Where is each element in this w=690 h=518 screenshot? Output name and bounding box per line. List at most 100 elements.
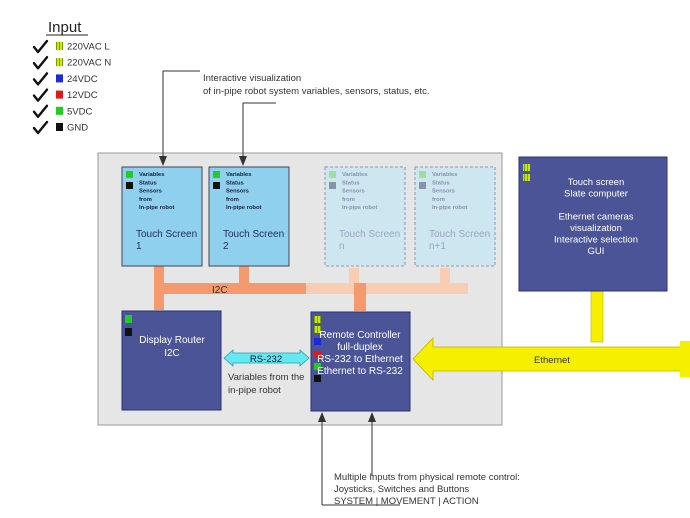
- check-icon: [32, 39, 49, 54]
- annotation-bottom-line3: SYSTEM | MOVEMENT | ACTION: [334, 496, 479, 507]
- touch-screen-led-green: [329, 171, 336, 178]
- remote-controller-text: Remote Controller: [319, 330, 401, 341]
- legend-item: 220VAC L: [32, 39, 110, 54]
- annotation-bottom-pointers: [318, 412, 400, 506]
- legend-label: 5VDC: [67, 106, 92, 117]
- touch-screen-info: Sensors: [342, 189, 365, 195]
- rs232-link: RS-232 Variables from the in-pipe robot: [223, 349, 310, 396]
- slate-text: visualization: [570, 223, 622, 234]
- touch-screen-info: Status: [139, 180, 157, 186]
- touch-screen-info: In-pipe robot: [139, 205, 174, 211]
- check-icon: [32, 120, 49, 135]
- slate-text: Ethernet cameras: [559, 212, 634, 223]
- remote-led-220vac-n: [314, 326, 321, 333]
- touch-screen-info: Status: [342, 180, 360, 186]
- ethernet-link: Ethernet: [412, 289, 690, 381]
- legend-title: Input: [48, 19, 82, 36]
- touch-screen-info: from: [342, 197, 355, 203]
- annotation-top: Interactive visualization of in-pipe rob…: [203, 73, 430, 97]
- check-icon: [32, 56, 49, 70]
- touch-screen-info: from: [226, 197, 239, 203]
- legend-swatch: [56, 90, 63, 99]
- legend-label: 12VDC: [67, 90, 98, 101]
- touch-screen-info: Variables: [432, 172, 457, 178]
- touch-screen-title: Touch Screen: [429, 229, 490, 240]
- remote-controller-text: RS-232 to Ethernet: [317, 354, 403, 365]
- touch-screen-info: Sensors: [432, 189, 455, 195]
- remote-controller-text: Ethernet to RS-232: [317, 366, 403, 377]
- touch-screen-title: Touch Screen: [136, 229, 197, 240]
- slate-led-220vac-n: [523, 174, 530, 181]
- remote-controller-text: full-duplex: [337, 342, 383, 353]
- annotation-bottom-line2: Joysticks, Switches and Buttons: [334, 484, 469, 495]
- display-router-subtitle: I2C: [164, 348, 180, 359]
- touch-screen-info: In-pipe robot: [432, 205, 467, 211]
- legend-item: GND: [32, 120, 88, 135]
- annotation-bottom: Multiple Inputs from physical remote con…: [334, 472, 520, 507]
- touch-screen-info: Variables: [226, 172, 251, 178]
- check-icon: [32, 72, 49, 86]
- touch-screen-info: Sensors: [226, 189, 249, 195]
- check-icon: [32, 88, 49, 102]
- legend-item: 5VDC: [32, 104, 92, 118]
- legend-item: 220VAC N: [32, 56, 111, 70]
- touch-screen-number: n: [339, 241, 345, 252]
- ethernet-label: Ethernet: [534, 355, 570, 366]
- touch-screen-number: n+1: [429, 241, 446, 252]
- legend-label: 24VDC: [67, 74, 98, 85]
- rs232-caption-line2: in-pipe robot: [228, 385, 281, 396]
- annotation-bottom-line1: Multiple Inputs from physical remote con…: [334, 472, 520, 483]
- legend-swatch: [56, 106, 63, 115]
- slate-text: GUI: [588, 246, 605, 257]
- legend-label: 220VAC L: [67, 42, 110, 53]
- remote-led-24vdc: [314, 338, 321, 345]
- touch-screen-info: Variables: [139, 172, 164, 178]
- remote-led-220vac-l: [314, 316, 321, 323]
- slate-text: Interactive selection: [554, 235, 638, 246]
- touch-screen-info: Sensors: [139, 189, 162, 195]
- legend-swatch: [56, 74, 63, 83]
- touch-screen-info: Status: [432, 180, 450, 186]
- touch-screen-led-green: [126, 171, 133, 178]
- touch-screen-info: from: [139, 197, 152, 203]
- rs232-label: RS-232: [250, 354, 282, 365]
- legend-swatch: [56, 123, 63, 131]
- legend-swatch: [56, 58, 63, 67]
- annotation-top-pointers: [159, 70, 276, 166]
- display-router-title: Display Router: [139, 335, 205, 346]
- i2c-bus: I2C: [154, 266, 468, 311]
- touch-screen-number: 2: [223, 241, 229, 252]
- legend-label: 220VAC N: [67, 58, 111, 69]
- touch-screen-led-green: [419, 171, 426, 178]
- display-router-led-black: [125, 328, 132, 336]
- legend-item: 12VDC: [32, 88, 98, 102]
- remote-led-gnd: [314, 375, 321, 382]
- touch-screen-info: Status: [226, 180, 244, 186]
- display-router-led-green: [125, 315, 132, 323]
- touch-screen-led-black: [419, 182, 426, 189]
- remote-led-12vdc: [314, 351, 321, 358]
- touch-screen-led-black: [213, 182, 220, 189]
- check-icon: [32, 104, 49, 118]
- legend-swatch: [56, 42, 63, 50]
- legend-label: GND: [67, 123, 88, 134]
- slate-text: Touch screen: [568, 177, 625, 188]
- annotation-top-line2: of in-pipe robot system variables, senso…: [203, 86, 430, 97]
- slate-text: Slate computer: [564, 189, 628, 200]
- touch-screen-info: from: [432, 197, 445, 203]
- legend: Input 220VAC L 220VAC N 24VDC 12VDC 5VDC GND: [32, 19, 111, 135]
- i2c-bus-label: I2C: [212, 285, 228, 296]
- annotation-top-line1: Interactive visualization: [203, 73, 301, 84]
- touch-screen-title: Touch Screen: [223, 229, 284, 240]
- touch-screen-title: Touch Screen: [339, 229, 400, 240]
- display-router: Display Router I2C: [121, 310, 222, 411]
- touch-screen-led-green: [213, 171, 220, 178]
- touch-screen-led-black: [126, 182, 133, 189]
- touch-screen-info: In-pipe robot: [342, 205, 377, 211]
